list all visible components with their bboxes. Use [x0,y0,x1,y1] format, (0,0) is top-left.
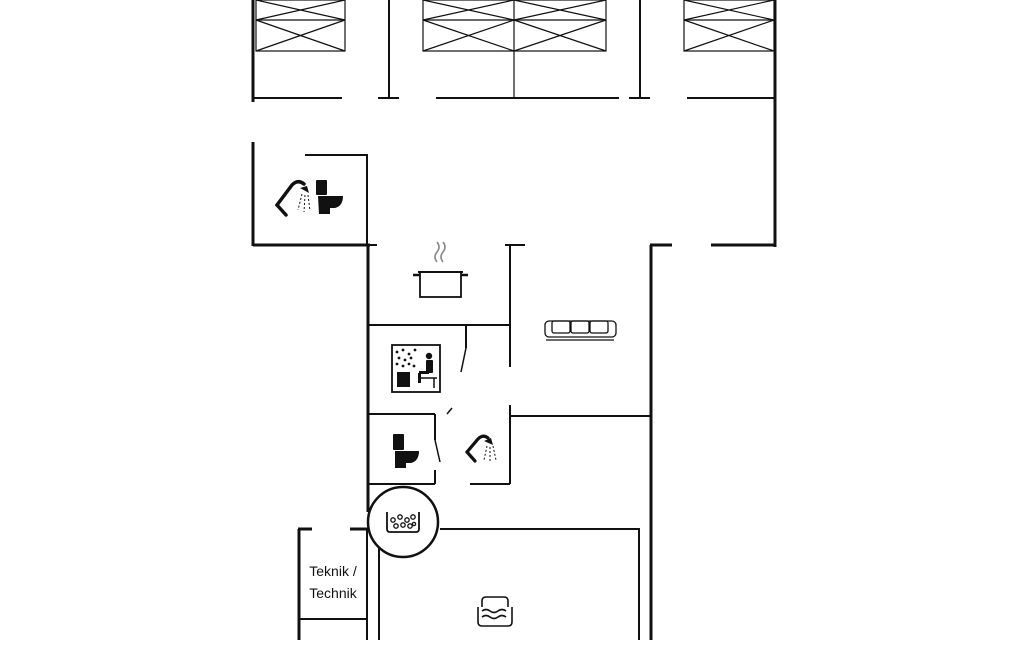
toilet-icon [316,180,343,214]
shower-icon [465,434,497,463]
door-leaf [460,347,467,373]
technik-label-line2: Technik [309,585,357,601]
sauna-icon [391,344,441,393]
technik-room-label: Teknik / Technik [298,560,368,604]
spa-whirlpool-icon [366,485,440,559]
door-leaf [446,407,453,415]
bed-icon [683,0,775,52]
toilet-icon [393,434,419,468]
bed-icon [255,0,346,52]
technik-label-line1: Teknik / [309,563,357,579]
shower-icon [275,180,311,217]
cooking-pot-icon [413,241,468,298]
walls [251,0,777,640]
bed-icon [422,0,607,98]
sofa-icon [544,320,617,341]
pool-icon [477,596,513,627]
door-leaf [434,439,441,463]
